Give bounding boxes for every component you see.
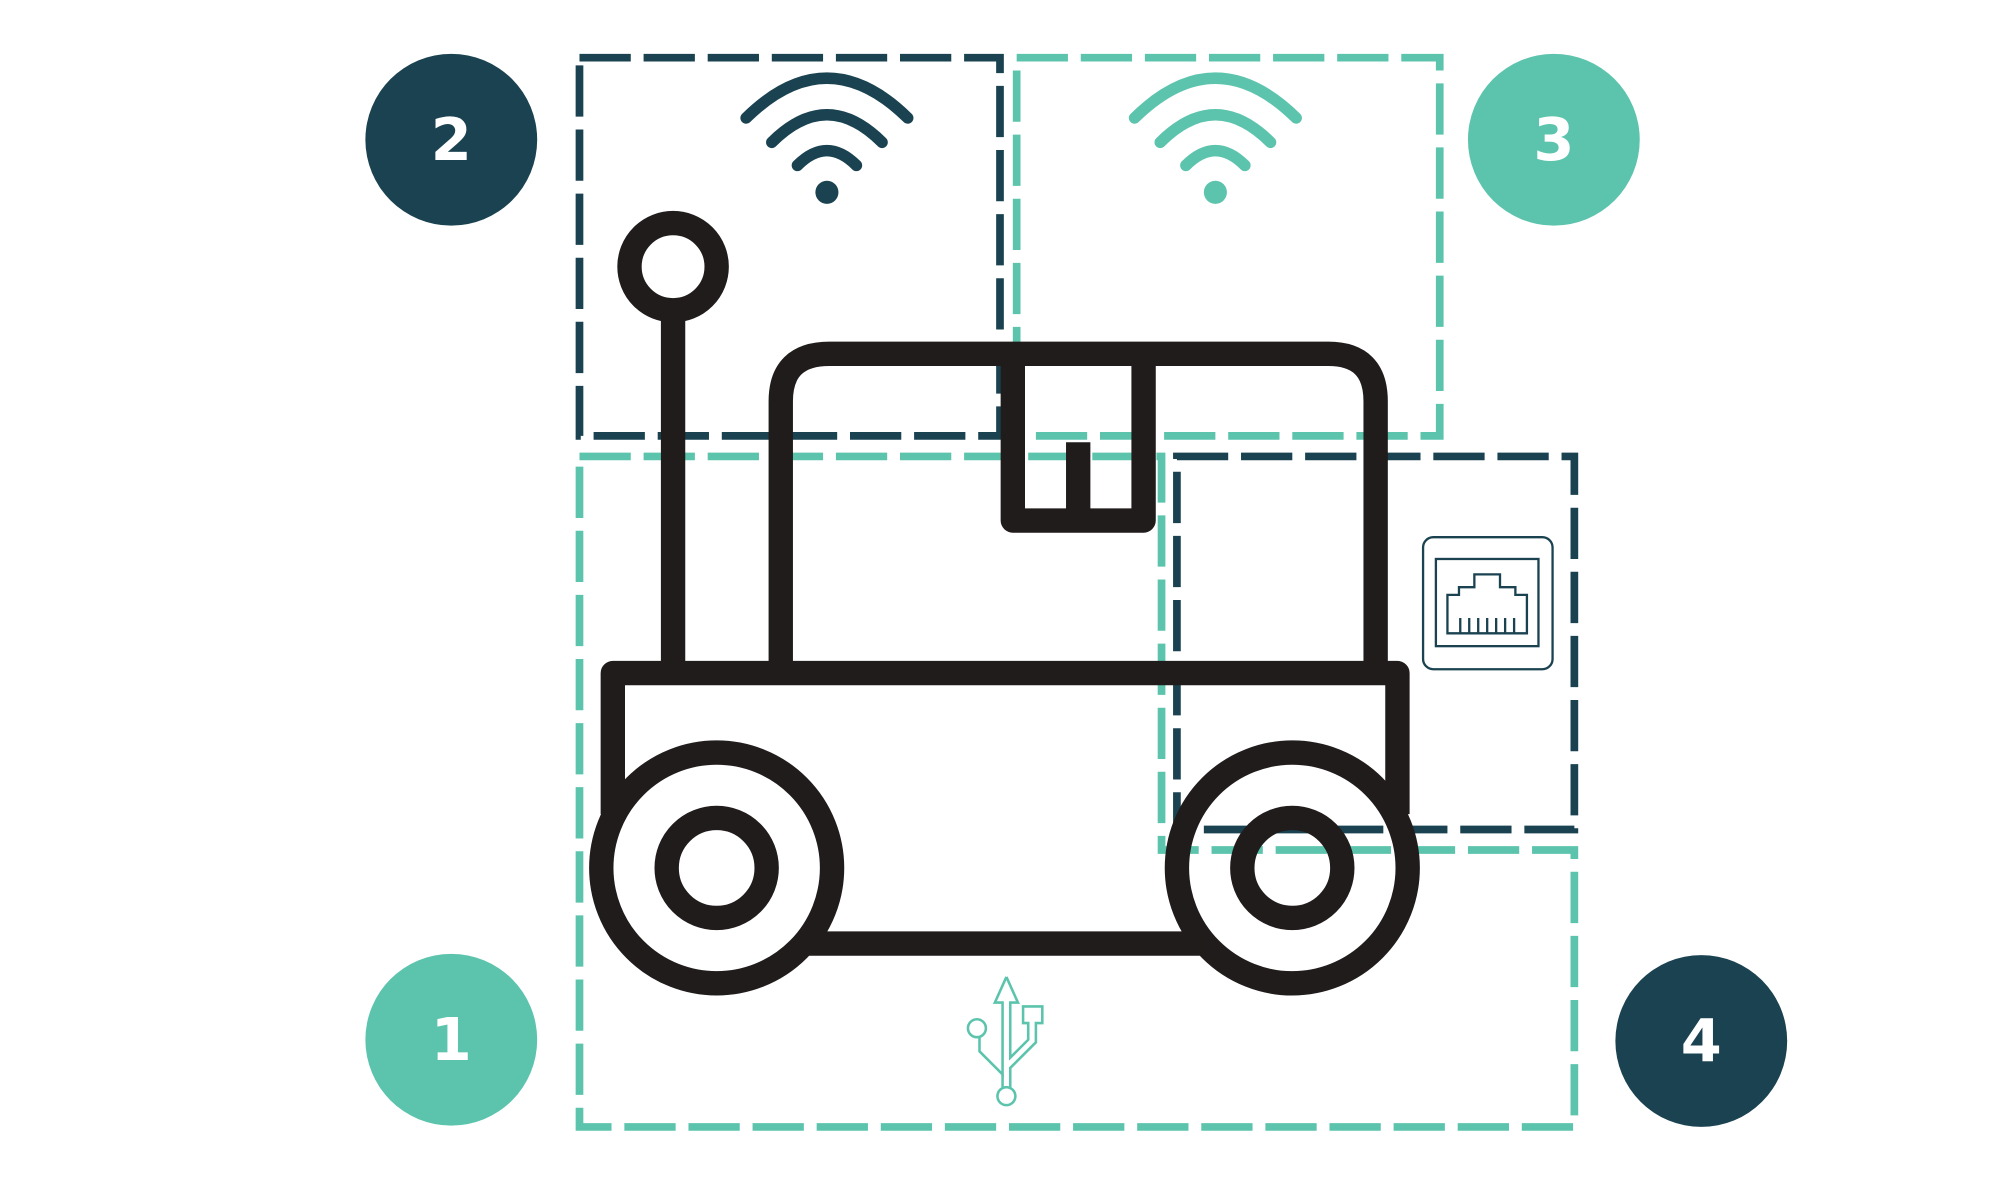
badge-4: 4 <box>1615 955 1788 1127</box>
wifi-icon <box>1128 72 1302 204</box>
wifi-icon <box>740 72 914 204</box>
zone-1-box <box>575 452 1579 1131</box>
ethernet-port-icon <box>1421 536 1554 671</box>
badge-label: 1 <box>431 1005 472 1074</box>
badge-3: 3 <box>1467 53 1640 226</box>
robot-icon <box>589 210 1420 996</box>
usb-icon <box>966 976 1044 1107</box>
badge-label: 4 <box>1681 1007 1722 1076</box>
badge-2: 2 <box>365 53 538 226</box>
badge-label: 3 <box>1533 105 1574 174</box>
badge-label: 2 <box>431 105 472 174</box>
badge-1: 1 <box>365 953 538 1126</box>
